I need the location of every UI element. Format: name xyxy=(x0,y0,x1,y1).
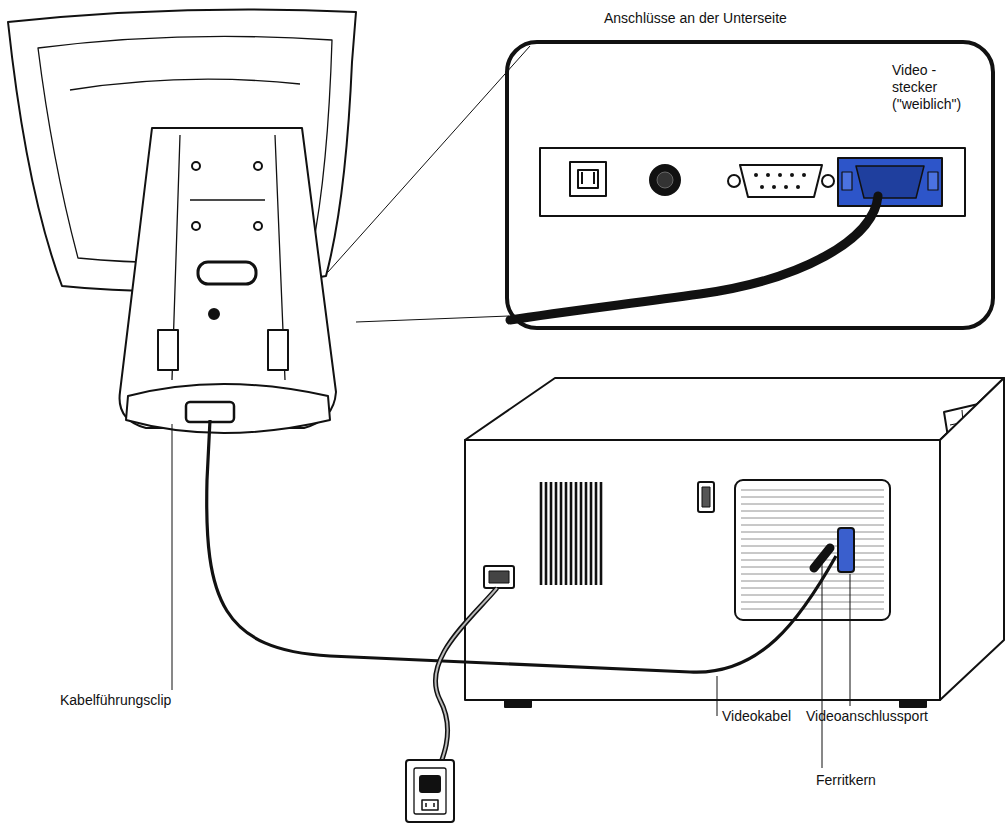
screw xyxy=(254,162,262,170)
part-label: Videoanschlussport xyxy=(806,708,928,725)
outlet-socket xyxy=(422,800,438,810)
leader-line xyxy=(717,676,718,716)
round-jack-ring xyxy=(657,172,673,188)
part-label: Kabelführungsclip xyxy=(60,692,171,709)
vga-shell xyxy=(856,166,924,198)
db9-connector xyxy=(740,165,822,197)
computer-top xyxy=(465,378,1004,440)
round-jack xyxy=(650,165,680,195)
wall-outlet xyxy=(406,760,454,822)
serial-port-inner xyxy=(702,487,710,507)
video-cable xyxy=(207,420,836,672)
zoom-line xyxy=(356,316,509,322)
power-inlet-inner xyxy=(489,571,509,583)
computer-foot xyxy=(505,700,531,707)
power-socket-pins xyxy=(582,172,594,184)
stand-block xyxy=(268,330,288,370)
plug xyxy=(420,776,440,792)
video-port xyxy=(838,528,854,572)
stand-base xyxy=(126,384,330,433)
vga-screw xyxy=(842,172,852,190)
inset-heading: Anschlüsse an der Unterseite xyxy=(604,10,934,27)
stand-hole xyxy=(209,309,219,319)
power-socket xyxy=(570,162,606,196)
cable-clip xyxy=(186,402,234,422)
vga-screw xyxy=(928,172,938,190)
stand-block xyxy=(158,330,178,370)
panel-hatching xyxy=(741,490,884,609)
monitor-bulge xyxy=(70,79,300,90)
part-label: Ferritkern xyxy=(816,772,876,789)
monitor-stand xyxy=(120,128,336,428)
power-inlet xyxy=(484,566,514,588)
cable-slot xyxy=(198,262,256,284)
zoom-line xyxy=(328,46,530,272)
inset-frame: Anschlüsse an der UnterseiteVideo -steck… xyxy=(505,40,995,330)
leader-line xyxy=(850,574,851,706)
part-label: Videokabel xyxy=(722,708,791,725)
vent-slats xyxy=(541,482,601,585)
db9-pins xyxy=(754,173,806,189)
leader-line xyxy=(172,424,173,690)
serial-port xyxy=(698,482,714,512)
screw xyxy=(254,222,262,230)
screw xyxy=(192,162,200,170)
connector-panel xyxy=(540,148,965,216)
computer-foot xyxy=(900,700,926,707)
computer-back xyxy=(465,440,940,700)
expansion-panel xyxy=(735,480,890,620)
outlet-plate xyxy=(414,768,446,814)
connector-label: Video -stecker ("weiblich") xyxy=(892,62,980,113)
vga-connector xyxy=(838,158,942,206)
leader-line xyxy=(822,564,823,768)
db9-screw xyxy=(728,175,740,187)
screw xyxy=(192,222,200,230)
video-cable-inset xyxy=(510,196,878,320)
db9-screw xyxy=(822,175,834,187)
computer-side xyxy=(940,378,1004,700)
